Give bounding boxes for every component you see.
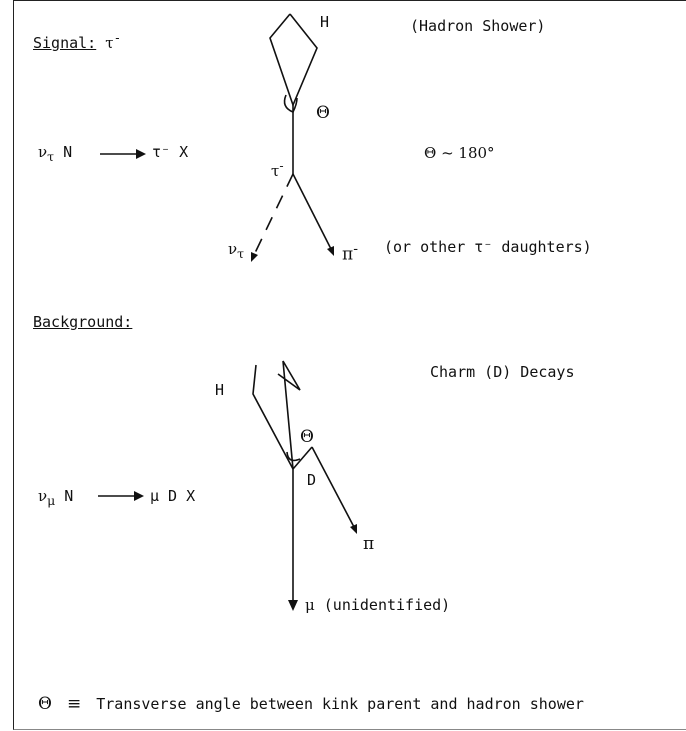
background-theta-label: Θ	[300, 427, 314, 447]
signal-reaction-products: τ⁻ X	[152, 143, 189, 161]
background-pi-label: π	[363, 534, 375, 554]
signal-hadron-label: H	[320, 13, 330, 31]
signal-theta-label: Θ	[316, 103, 330, 123]
background-d-track	[292, 446, 313, 470]
signal-daughters-note: (or other τ⁻ daughters)	[384, 238, 592, 256]
signal-pi-arrowhead	[327, 246, 334, 256]
signal-reaction-arrowhead	[136, 149, 146, 159]
signal-pi-track	[292, 173, 332, 250]
background-d-label: D	[307, 471, 317, 489]
background-theta-arc	[286, 451, 301, 462]
signal-nu-tau-label: ντ	[228, 240, 245, 261]
background-pi-track	[311, 446, 355, 528]
signal-pi-label: π-	[342, 241, 358, 265]
background-mu-label: μ (unidentified)	[305, 596, 451, 614]
background-charm-title: Charm (D) Decays	[430, 363, 575, 381]
signal-heading: Signal: τ-	[33, 30, 122, 52]
background-reaction: νμ N	[38, 487, 74, 508]
background-reaction-products: μ D X	[150, 487, 196, 505]
background-heading: Background:	[33, 313, 133, 331]
background-mu-arrowhead	[288, 600, 298, 611]
signal-hadron-shower-shape	[269, 13, 318, 108]
background-hadron-shower-shape	[252, 360, 301, 470]
theta-definition: Θ ≡ Transverse angle between kink parent…	[38, 694, 584, 714]
signal-theta-arc	[283, 94, 298, 114]
signal-nu-tau-track	[253, 173, 294, 256]
background-hadron-label: H	[215, 381, 225, 399]
background-pi-arrowhead	[350, 524, 357, 534]
signal-reaction: ντ N	[38, 143, 73, 164]
signal-tau-label: τ-	[271, 158, 284, 180]
signal-theta-approx: Θ ~ 180°	[424, 144, 495, 162]
signal-nu-tau-arrowhead	[251, 252, 258, 262]
diagram-frame	[13, 0, 686, 730]
background-reaction-arrowhead	[134, 491, 144, 501]
signal-hadron-shower-note: (Hadron Shower)	[410, 17, 546, 35]
